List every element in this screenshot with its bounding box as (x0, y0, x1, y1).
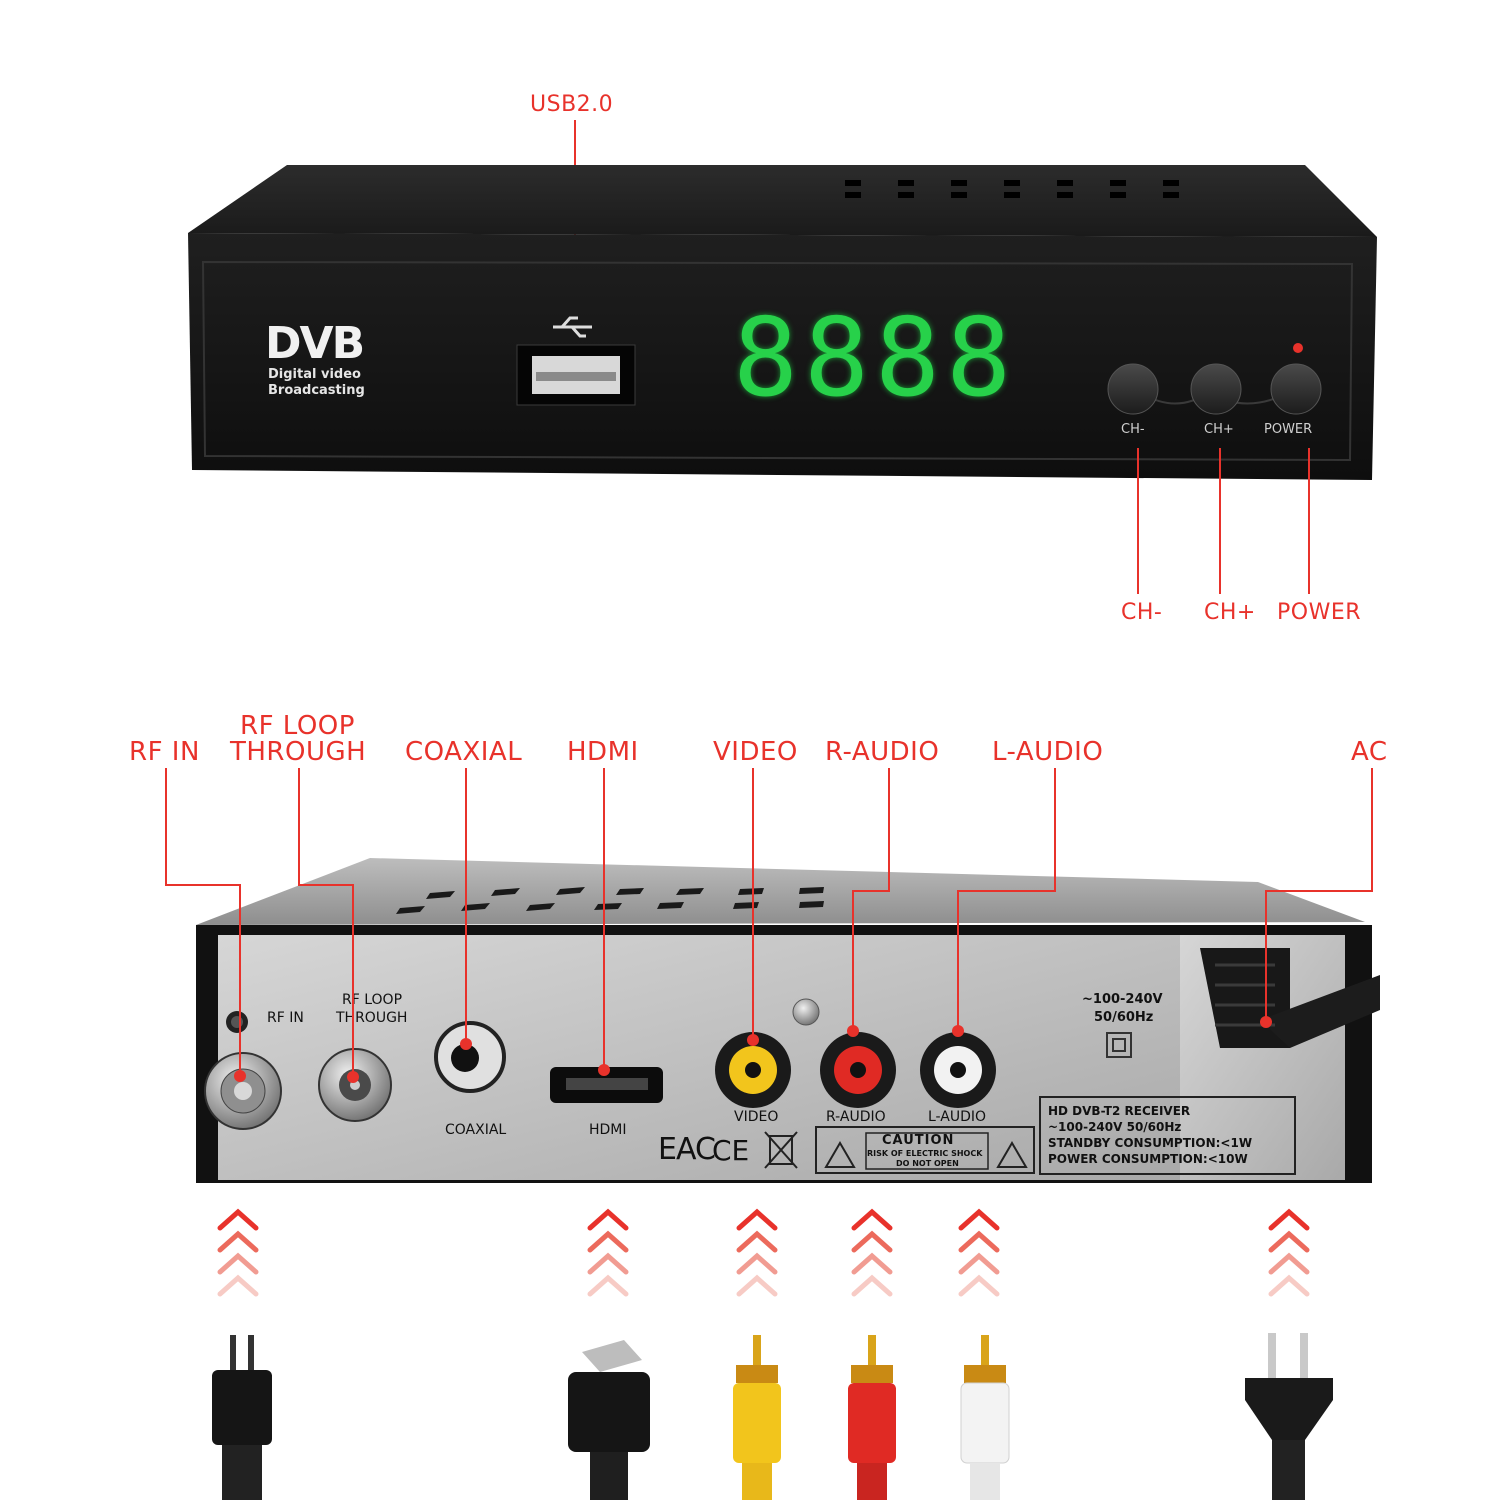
spec-box (1039, 1096, 1296, 1175)
hdmi-callout-dot (598, 1064, 610, 1076)
rf-loop-callout-line-v (352, 884, 354, 1076)
arrow-ac (1271, 1212, 1307, 1294)
ch-plus-button-label: CH+ (1204, 422, 1234, 437)
ch-plus-callout-line (1219, 448, 1221, 594)
arrow-video (739, 1212, 775, 1294)
rear-top-vents (396, 887, 824, 914)
l-audio-callout-line-h (957, 890, 1056, 892)
rf-loop-callout-dot (347, 1071, 359, 1083)
rca-yellow-cable (733, 1335, 781, 1500)
coaxial-callout-label: COAXIAL (405, 737, 523, 767)
spec-line2: ~100-240V 50/60Hz (1048, 1120, 1182, 1134)
ac-callout-line-v (1265, 890, 1267, 1022)
hdmi-callout-line (603, 768, 605, 1070)
hdmi-callout-label: HDMI (567, 737, 639, 767)
rf-loop-callout-line (298, 768, 300, 884)
l-audio-callout-line (1054, 768, 1056, 890)
power-callout-label: POWER (1277, 600, 1362, 625)
l-audio-callout-dot (952, 1025, 964, 1037)
power-button-shape (1270, 363, 1322, 415)
hdmi-plug-cable (568, 1340, 650, 1500)
top-vents (845, 180, 1179, 198)
ac-callout-dot (1260, 1016, 1272, 1028)
rf-in-callout-line (165, 768, 167, 884)
arrow-r-audio (854, 1212, 890, 1294)
rf-loop-callout-label-1: RF LOOP (240, 711, 355, 741)
rca-red-cable (848, 1335, 896, 1500)
video-callout-line (752, 768, 754, 1040)
panel-label-rf-in: RF IN (267, 1010, 304, 1026)
power-indicator-led (1293, 343, 1303, 353)
eu-power-plug-cable (1245, 1333, 1333, 1500)
ch-plus-button-shape (1190, 363, 1242, 415)
panel-label-l-audio: L-AUDIO (928, 1109, 987, 1125)
ce-mark: CE (712, 1134, 750, 1167)
rf-loop-callout-label-2: THROUGH (230, 737, 367, 767)
rf-in-callout-label: RF IN (129, 737, 200, 767)
rf-plug-cable (212, 1335, 272, 1500)
dvb-logo-line1: Digital video (268, 367, 361, 382)
arrow-l-audio (961, 1212, 997, 1294)
dvb-logo-line2: Broadcasting (268, 383, 365, 398)
spec-line3: STANDBY CONSUMPTION:<1W (1048, 1136, 1253, 1150)
ch-minus-callout-line (1137, 448, 1139, 594)
led-display: 8888 (733, 296, 1018, 421)
rf-in-callout-dot (234, 1070, 246, 1082)
rear-device-top (196, 858, 1365, 925)
usb-callout-label: USB2.0 (530, 92, 614, 117)
ch-minus-button-shape (1107, 363, 1159, 415)
panel-label-rf-loop-1: RF LOOP (342, 992, 403, 1008)
arrow-hdmi (590, 1212, 626, 1294)
panel-label-coaxial: COAXIAL (445, 1122, 507, 1138)
spec-line4: POWER CONSUMPTION:<10W (1048, 1152, 1248, 1166)
spec-line1: HD DVB-T2 RECEIVER (1048, 1104, 1191, 1118)
panel-label-voltage-2: 50/60Hz (1094, 1010, 1154, 1025)
dvb-logo: DVB (265, 318, 365, 369)
rca-white-cable (960, 1335, 1010, 1500)
l-audio-callout-line-v (957, 890, 959, 1031)
r-audio-callout-line-v (852, 890, 854, 1031)
video-callout-label: VIDEO (713, 737, 798, 767)
rf-loop-callout-line-h (298, 884, 353, 886)
ac-callout-label: AC (1351, 737, 1388, 767)
usb-icon (553, 316, 592, 338)
rf-in-callout-line-h (165, 884, 240, 886)
panel-label-hdmi: HDMI (589, 1122, 627, 1138)
r-audio-callout-line-h (852, 890, 890, 892)
caution-box (815, 1126, 1035, 1174)
caution-title: CAUTION (882, 1133, 955, 1148)
l-audio-callout-label: L-AUDIO (992, 737, 1104, 767)
ch-minus-button-label: CH- (1121, 422, 1145, 437)
caution-line2: DO NOT OPEN (896, 1159, 959, 1168)
front-device-top (188, 165, 1377, 237)
r-audio-callout-line (888, 768, 890, 890)
panel-label-r-audio: R-AUDIO (826, 1109, 886, 1125)
r-audio-callout-dot (847, 1025, 859, 1037)
coaxial-callout-dot (460, 1038, 472, 1050)
panel-label-video: VIDEO (734, 1109, 779, 1125)
power-callout-line (1308, 448, 1310, 594)
ch-plus-callout-label: CH+ (1204, 600, 1256, 625)
r-audio-callout-label: R-AUDIO (825, 737, 940, 767)
eac-mark: EAC (658, 1132, 716, 1167)
rf-in-callout-line-v (239, 884, 241, 1076)
arrow-rf (220, 1212, 256, 1294)
panel-label-voltage-1: ~100-240V (1082, 992, 1163, 1007)
coaxial-callout-line (465, 768, 467, 1044)
ac-callout-line (1371, 768, 1373, 890)
video-callout-dot (747, 1034, 759, 1046)
ch-minus-callout-label: CH- (1121, 600, 1163, 625)
front-panel (188, 233, 1377, 480)
caution-line1: RISK OF ELECTRIC SHOCK (867, 1149, 983, 1158)
weee-bin-icon (764, 1131, 798, 1169)
ac-callout-line-h (1265, 890, 1373, 892)
power-button-label: POWER (1264, 422, 1313, 437)
